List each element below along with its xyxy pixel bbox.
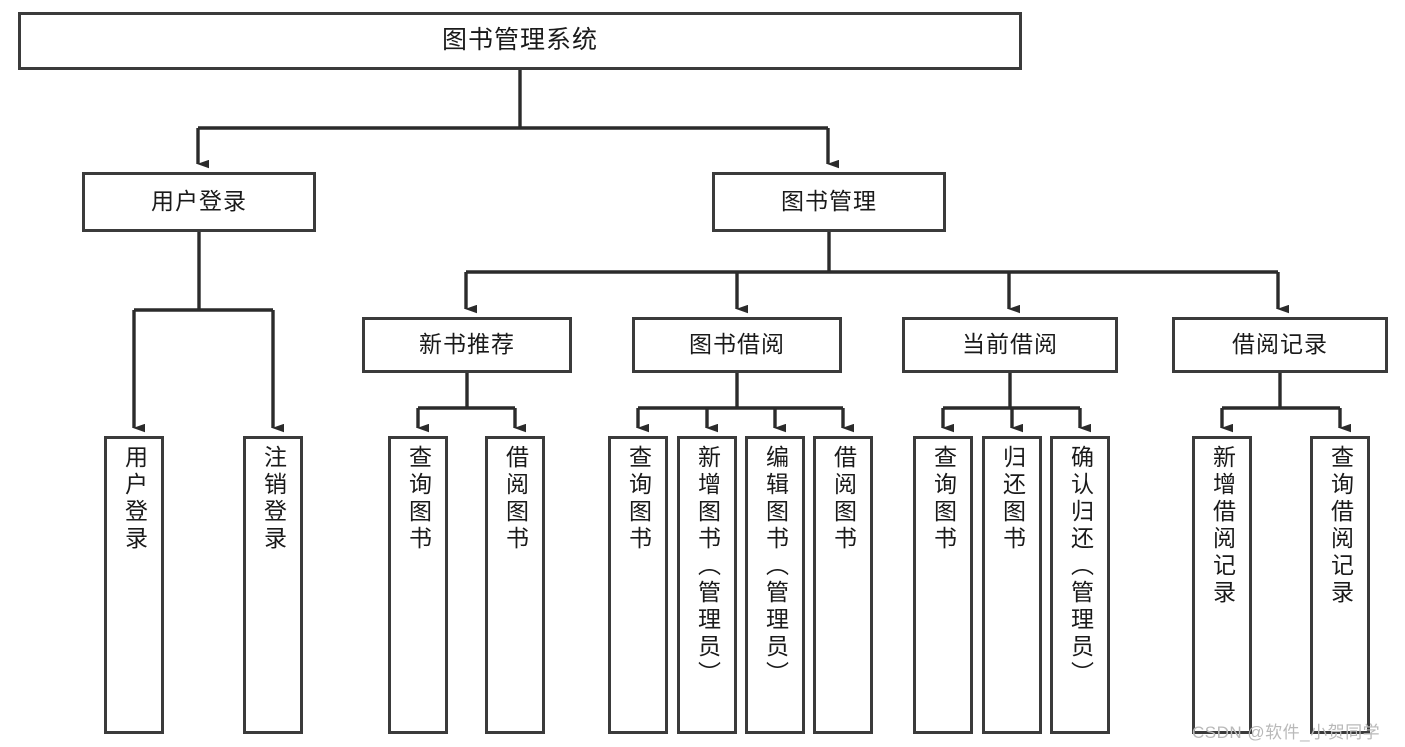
node-leaf-borrow-book-new-label: 借阅图书 [502, 445, 529, 553]
node-borrow-record[interactable]: 借阅记录 [1172, 317, 1388, 373]
node-book-borrow-label: 图书借阅 [689, 331, 785, 358]
node-leaf-add-borrow-record[interactable]: 新增借阅记录 [1192, 436, 1252, 734]
node-root-label: 图书管理系统 [441, 26, 598, 55]
node-user-login[interactable]: 用户登录 [82, 172, 316, 232]
node-leaf-user-login[interactable]: 用户登录 [104, 436, 164, 734]
node-leaf-borrow-book-label: 借阅图书 [830, 445, 857, 553]
node-leaf-query-borrow-record[interactable]: 查询借阅记录 [1310, 436, 1370, 734]
node-leaf-user-login-label: 用户登录 [121, 445, 148, 553]
node-borrow-record-label: 借阅记录 [1232, 331, 1328, 358]
node-leaf-query-book-current[interactable]: 查询图书 [913, 436, 973, 734]
node-book-manage-label: 图书管理 [781, 188, 877, 215]
node-leaf-confirm-return-label: 确认归还（管理员） [1067, 445, 1094, 688]
node-leaf-return-book-label: 归还图书 [999, 445, 1026, 553]
node-current-borrow[interactable]: 当前借阅 [902, 317, 1118, 373]
watermark-text: CSDN @软件_小贺同学 [1192, 723, 1381, 742]
node-current-borrow-label: 当前借阅 [962, 331, 1058, 358]
node-leaf-add-book[interactable]: 新增图书（管理员） [677, 436, 737, 734]
node-leaf-query-book[interactable]: 查询图书 [608, 436, 668, 734]
node-leaf-borrow-book[interactable]: 借阅图书 [813, 436, 873, 734]
node-leaf-borrow-book-new[interactable]: 借阅图书 [485, 436, 545, 734]
node-leaf-return-book[interactable]: 归还图书 [982, 436, 1042, 734]
node-new-book-recommend-label: 新书推荐 [419, 331, 515, 358]
node-leaf-query-book-label: 查询图书 [625, 445, 652, 553]
node-new-book-recommend[interactable]: 新书推荐 [362, 317, 572, 373]
node-leaf-query-book-new-label: 查询图书 [405, 445, 432, 553]
node-leaf-query-book-new[interactable]: 查询图书 [388, 436, 448, 734]
node-user-login-label: 用户登录 [151, 188, 247, 215]
node-leaf-query-borrow-record-label: 查询借阅记录 [1327, 445, 1354, 607]
node-leaf-logout[interactable]: 注销登录 [243, 436, 303, 734]
node-leaf-edit-book-label: 编辑图书（管理员） [762, 445, 789, 688]
node-leaf-query-book-current-label: 查询图书 [930, 445, 957, 553]
node-root-book-management-system[interactable]: 图书管理系统 [18, 12, 1022, 70]
node-leaf-confirm-return[interactable]: 确认归还（管理员） [1050, 436, 1110, 734]
node-leaf-add-book-label: 新增图书（管理员） [694, 445, 721, 688]
node-leaf-edit-book[interactable]: 编辑图书（管理员） [745, 436, 805, 734]
node-leaf-logout-label: 注销登录 [260, 445, 287, 553]
node-book-manage[interactable]: 图书管理 [712, 172, 946, 232]
node-leaf-add-borrow-record-label: 新增借阅记录 [1209, 445, 1236, 607]
node-book-borrow[interactable]: 图书借阅 [632, 317, 842, 373]
